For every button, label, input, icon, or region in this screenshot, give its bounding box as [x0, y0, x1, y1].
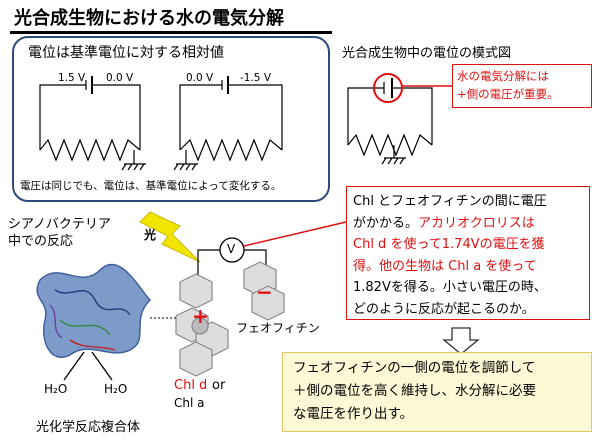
light-label: 光	[144, 228, 157, 242]
circuit1-right-voltage: 0.0 V	[106, 72, 134, 84]
conclusion-line-2: ＋側の電位を高く維持し、水分解に必要	[293, 383, 536, 399]
water-arrow-right	[91, 351, 113, 381]
protein-complex-image	[36, 263, 151, 358]
chl-a-label: Chl a	[174, 396, 205, 410]
chlorophyll-molecule	[175, 273, 229, 377]
chl-or-label: or	[212, 378, 226, 393]
circuit1-left-voltage: 1.5 V	[58, 72, 86, 84]
conclusion-box: フェオフィチンの一側の電位を調節して ＋側の電位を高く維持し、水分解に必要 な電…	[282, 352, 592, 432]
explanation-line-5: 1.82Vを得る。小さい電圧の時、	[353, 280, 547, 295]
circuit2	[173, 76, 283, 171]
circuit2-right-voltage: -1.5 V	[240, 72, 272, 84]
conclusion-line-1: フェオフィチンの一側の電位を調節して	[293, 360, 536, 376]
explanation-line-2: がかかる。アカリオクロリスは	[353, 215, 535, 231]
circuit2-left-voltage: 0.0 V	[186, 72, 214, 84]
explanation-line-3: Chl d を使って1.74Vの電圧を獲	[353, 237, 545, 252]
water-left-label: H₂O	[44, 382, 68, 396]
chl-d-label: Chl d	[174, 378, 208, 393]
callout-line-1: 水の電気分解には	[457, 69, 549, 83]
explanation-line-6: どのように反応が起こるのか。	[353, 301, 535, 317]
light-bolt-icon	[139, 211, 201, 263]
cyanobacteria-line-2: 中での反応	[8, 234, 74, 249]
voltmeter-label: V	[227, 242, 236, 256]
circuit1	[39, 76, 146, 171]
water-right-label: H₂O	[104, 382, 128, 396]
title-underline	[10, 31, 332, 34]
plus-sign: +	[192, 304, 209, 328]
schematic-circuit	[347, 78, 433, 165]
voltmeter-leader	[243, 221, 347, 247]
down-arrow-icon	[442, 327, 480, 355]
callout-line-2: +側の電圧が重要。	[457, 87, 559, 101]
pheophytin-label: フェオフィチン	[236, 321, 320, 335]
water-splitting-callout: 水の電気分解には +側の電圧が重要。	[452, 64, 592, 108]
complex-label: 光化学反応複合体	[36, 420, 141, 435]
minus-sign: −	[256, 280, 273, 304]
explanation-line-1: Chl とフェオフィチンの間に電圧	[353, 194, 547, 209]
water-arrow-left	[63, 351, 85, 381]
cyanobacteria-line-1: シアノバクテリア	[8, 217, 111, 232]
cyanobacteria-label: シアノバクテリア 中での反応	[8, 216, 111, 250]
pheophytin-molecule	[243, 261, 285, 321]
page-title: 光合成生物における水の電気分解	[14, 8, 284, 29]
highlight-circle	[373, 73, 403, 103]
relative-potential-note: 電圧は同じでも、電位は、基準電位によって変化する。	[20, 180, 282, 192]
explanation-line-4: 得。他の生物は Chl a を使って	[353, 258, 537, 274]
explanation-box: Chl とフェオフィチンの間に電圧 がかかる。アカリオクロリスは Chl d を…	[346, 186, 590, 320]
relative-potential-panel	[12, 36, 330, 202]
relative-potential-heading: 電位は基準電位に対する相対値	[28, 45, 224, 61]
voltmeter-icon	[219, 237, 245, 263]
schematic-heading: 光合成生物中の電位の模式図	[342, 46, 512, 61]
conclusion-line-3: な電圧を作り出す。	[293, 406, 414, 422]
